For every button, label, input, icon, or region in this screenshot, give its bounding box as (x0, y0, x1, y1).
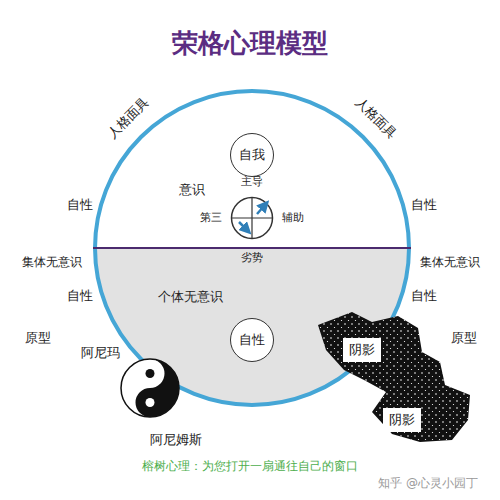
archetype-label: 原型 (451, 330, 477, 346)
region-label: 个体无意识 (158, 289, 223, 305)
self-label: 自性 (411, 288, 437, 304)
function-label: 第三 (200, 211, 222, 224)
function-label: 劣势 (241, 251, 263, 264)
archetype-label: 原型 (25, 330, 51, 346)
self-label: 自性 (67, 288, 93, 304)
region-label: 意识 (179, 182, 205, 198)
anima-label: 阿尼玛 (81, 345, 120, 361)
ego-circle: 自我 (230, 133, 274, 177)
self-label: 自性 (67, 197, 93, 213)
animus-label: 阿尼姆斯 (150, 432, 202, 448)
shadow-blob (318, 312, 470, 442)
caption-text: 榕树心理：为您打开一扇通往自己的窗口 (142, 459, 358, 473)
region-label: 集体无意识 (420, 255, 480, 269)
function-label: 主导 (241, 175, 263, 188)
self-label: 自性 (411, 197, 437, 213)
shadow-box: 阴影 (343, 338, 381, 362)
functions-circle: 主导第三辅助劣势 (230, 196, 274, 240)
diagram-title: 荣格心理模型 (172, 28, 328, 59)
self-circle: 自性 (230, 318, 274, 362)
node-text: 阴影 (349, 341, 375, 359)
shadow-box: 阴影 (383, 408, 421, 432)
node-text: 自性 (239, 331, 265, 349)
node-text: 自我 (239, 146, 265, 164)
yin-yang-symbol (121, 359, 179, 417)
region-label: 集体无意识 (22, 255, 82, 269)
watermark: 知乎 @心灵小园丁 (378, 476, 478, 490)
function-label: 辅助 (282, 211, 304, 224)
functions-cross (230, 196, 274, 240)
conscious-divider (93, 247, 411, 249)
node-text: 阴影 (389, 411, 415, 429)
